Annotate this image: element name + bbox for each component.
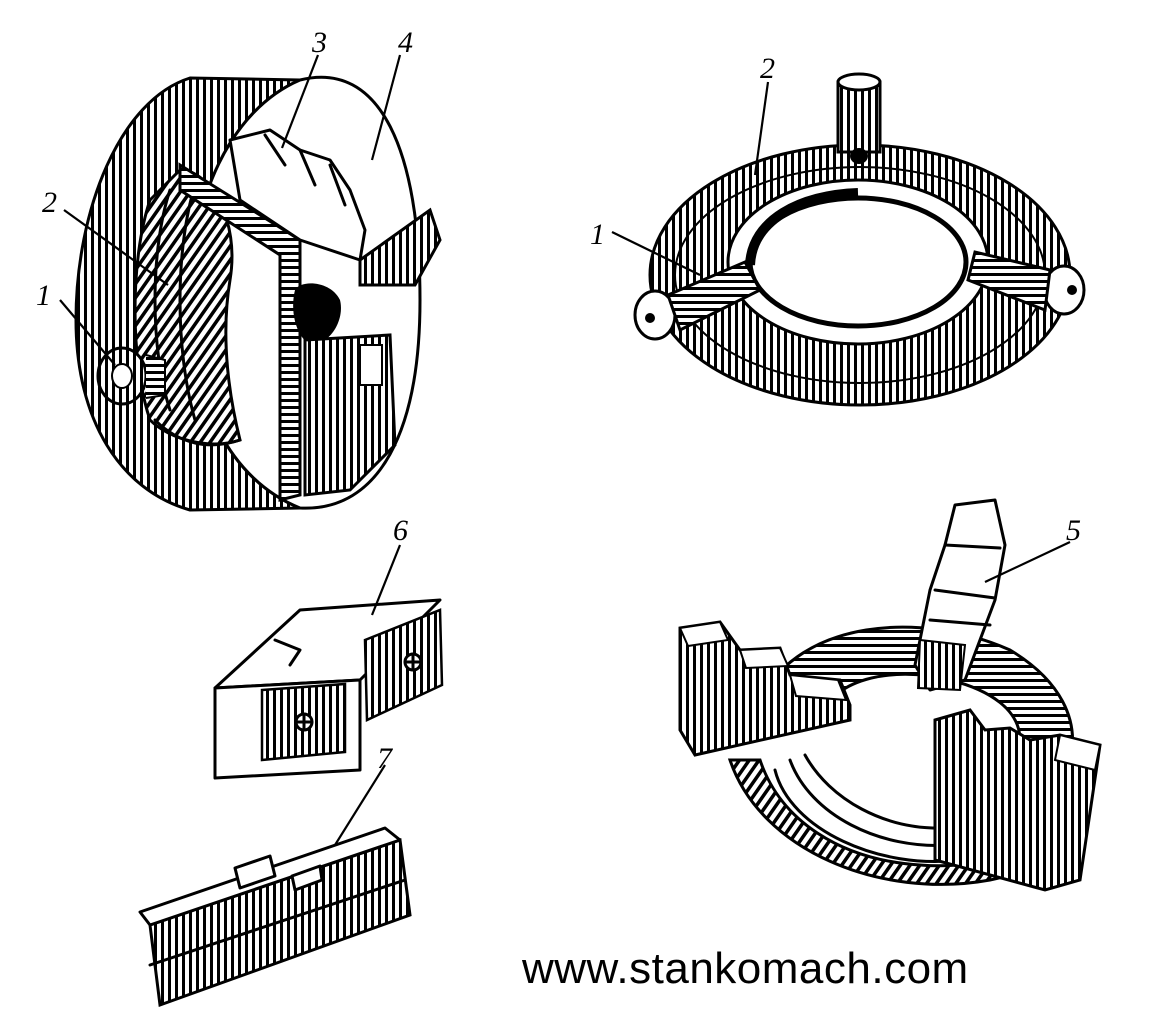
label-ring-1: 1: [590, 218, 605, 251]
bevel-gear-ring-figure: 1 2: [590, 52, 1086, 407]
chuck-assembly-figure: 1 2 3 4: [36, 26, 442, 512]
label-ring-2: 2: [760, 52, 775, 85]
pinion-top: [836, 72, 882, 164]
jaw-piece-6-figure: 6: [213, 514, 444, 780]
jaw-piece-7-figure: 7: [138, 742, 412, 1008]
label-jaw-7: 7: [377, 742, 394, 775]
jaw6-ribs-right: [363, 608, 444, 722]
label-chuck-4: 4: [398, 26, 413, 59]
scroll-jaw-top: [913, 498, 1007, 692]
slot-dark: [293, 283, 341, 345]
label-scroll-5: 5: [1066, 514, 1081, 547]
pinion-right: [966, 250, 1086, 316]
jaw7-key: [233, 854, 277, 890]
jaw-right: [358, 207, 442, 287]
watermark-url: www.stankomach.com: [522, 944, 969, 993]
scroll-disc-figure: 5: [678, 498, 1102, 892]
pinion-left: [633, 260, 763, 341]
label-jaw-6: 6: [393, 514, 408, 547]
label-chuck-3: 3: [311, 26, 327, 59]
label-chuck-1: 1: [36, 279, 51, 312]
scroll-jaw-right: [933, 708, 1102, 892]
pinion-bevel-gear: [96, 346, 166, 406]
label-chuck-2: 2: [42, 186, 57, 219]
scroll-jaw-left: [678, 620, 852, 757]
